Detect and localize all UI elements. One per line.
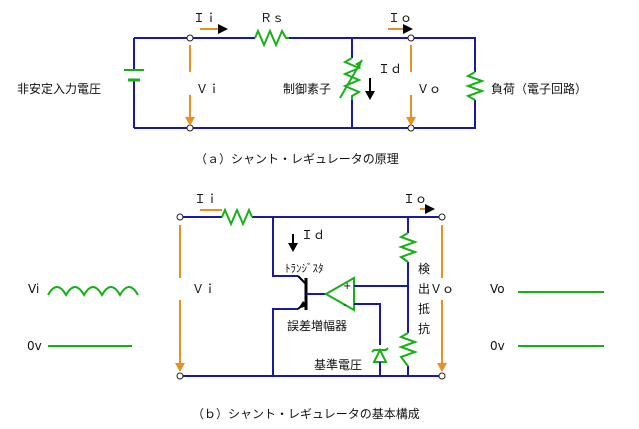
b-transistor-label: ﾄﾗﾝｼﾞｽﾀ <box>285 262 324 275</box>
b-transistor <box>297 275 308 310</box>
b-wave-out-zero-label: 0v <box>490 339 505 353</box>
b-wave-in-zero-label: 0v <box>27 339 42 353</box>
b-wave-in-label: Vi <box>28 282 39 296</box>
a-bottom-wire <box>134 100 476 129</box>
b-vo-label: Ｖｏ <box>430 282 454 296</box>
a-ii-label: Ｉｉ <box>193 11 217 25</box>
a-control-label: 制御素子 <box>283 81 331 96</box>
a-top-wire <box>134 37 476 72</box>
b-vo-arrow <box>437 225 447 372</box>
b-ref-label: 基準電圧 <box>314 357 362 372</box>
b-amp-minus-wire <box>354 303 381 345</box>
a-ii-arrow <box>200 24 228 34</box>
diagram-b: + - <box>27 192 604 421</box>
b-io-arrow <box>420 204 435 214</box>
a-vi-top-terminal <box>186 34 194 42</box>
a-id-label: Ｉｄ <box>378 62 402 76</box>
b-detect-label-4: 抗 <box>418 321 430 336</box>
b-vo-bottom-terminal <box>438 372 446 380</box>
a-source-label: 非安定入力電圧 <box>17 81 101 96</box>
b-amp-plus-sign: + <box>343 281 351 292</box>
b-vo-top-terminal <box>438 213 446 221</box>
a-vo-arrow <box>406 45 416 126</box>
a-caption: （ａ）シャント・レギュレータの原理 <box>195 152 399 166</box>
b-transistor-collector-wire <box>272 217 298 277</box>
b-zener-diode <box>371 347 389 376</box>
b-amp-minus-sign: - <box>343 300 347 311</box>
b-ii-label: Ｉｉ <box>194 192 218 206</box>
b-vi-arrow <box>175 225 185 372</box>
b-wave-in-ripple <box>47 286 139 298</box>
a-vo-label: Ｖｏ <box>417 82 441 96</box>
b-amp-label: 誤差増幅器 <box>287 318 347 333</box>
a-id-arrow <box>365 78 375 100</box>
b-vi-bottom-terminal <box>176 372 184 380</box>
b-id-label: Ｉｄ <box>301 228 325 242</box>
diagram-a: Ｉｉ Ｒｓ Ｉｏ Ｉｄ Ｖｉ Ｖｏ 非安定入力電圧 制御素子 負荷（電子回路） … <box>17 11 587 166</box>
b-wave-out-label: Vo <box>490 282 505 296</box>
b-detect-label-3: 抵 <box>418 302 430 316</box>
a-rs-resistor <box>254 28 289 48</box>
b-io-label: Ｉｏ <box>403 192 427 206</box>
b-caption: （ｂ）シャント・レギュレータの基本構成 <box>192 407 420 421</box>
a-io-arrow <box>388 24 413 34</box>
a-load-label: 負荷（電子回路） <box>491 81 587 96</box>
b-detect-label-1: 検 <box>418 262 430 276</box>
b-transistor-emitter-wire <box>272 308 298 376</box>
a-load-resistor <box>465 71 485 101</box>
a-rs-label: Ｒｓ <box>260 11 284 25</box>
b-error-amplifier: + - <box>323 276 355 312</box>
b-detect-label-2: 出 <box>418 282 430 296</box>
a-io-label: Ｉｏ <box>388 11 412 25</box>
b-id-arrow <box>288 234 298 252</box>
a-vo-top-terminal <box>407 34 415 42</box>
a-battery <box>124 69 144 82</box>
a-vi-arrow <box>185 45 195 126</box>
b-vi-label: Ｖｉ <box>192 282 216 296</box>
b-vi-top-terminal <box>176 213 184 221</box>
b-detect-resistor-bottom <box>398 332 418 367</box>
a-vi-label: Ｖｉ <box>196 82 220 96</box>
b-input-resistor <box>221 207 253 227</box>
b-detect-resistor-top <box>398 232 418 263</box>
a-control-element <box>339 57 363 100</box>
